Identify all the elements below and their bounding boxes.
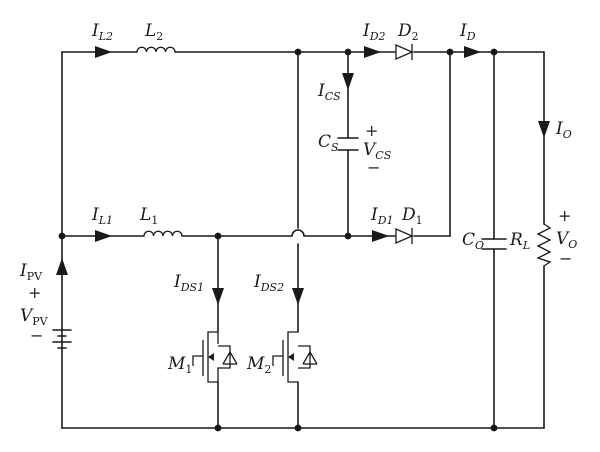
label-ipv: IPV [19,261,43,283]
label-vcs-minus: − [367,158,380,177]
arrow-ids2 [292,288,304,305]
label-l1: L1 [139,205,158,227]
label-vpv: VPV [20,306,49,328]
label-ics: ICS [317,81,341,103]
label-id2: ID2 [362,21,386,43]
pv-source [52,329,72,349]
label-m2: M2 [246,354,271,376]
label-io: IO [555,119,572,141]
mosfet-m2 [272,331,318,383]
label-il1: IL1 [91,205,113,227]
component-labels: IL2 L2 ID2 D2 ID ICS IO CS + VCS − IL1 L… [19,21,577,376]
label-rl: RL [509,230,530,252]
label-id1: ID1 [370,205,394,227]
current-arrows [56,46,550,305]
capacitor-cs [337,137,359,151]
wires [61,51,545,429]
diode-d1 [395,228,414,244]
inductor-l2 [136,46,176,53]
label-vo: VO [556,229,577,251]
mosfet-m1 [192,331,238,383]
label-m1: M1 [167,354,192,376]
diode-d2 [395,44,414,60]
label-l2: L2 [144,21,163,43]
label-cs: CS [318,132,339,154]
wire-mid-center [181,229,396,237]
label-vo-plus: + [558,206,571,225]
arrow-id2 [364,46,381,58]
arrow-id [464,46,481,58]
label-vo-minus: − [559,249,572,268]
label-ids1: IDS1 [173,272,204,294]
label-id: ID [459,21,476,43]
arrow-ipv [56,258,68,275]
label-vcs-plus: + [365,121,378,140]
label-d2: D2 [397,21,419,43]
arrow-io [538,121,550,138]
label-vpv-plus: + [28,283,41,302]
label-il2: IL2 [91,21,113,43]
label-vpv-minus: − [30,326,43,345]
arrow-id1 [372,230,389,242]
label-co: CO [462,230,484,252]
label-ids2: IDS2 [253,272,284,294]
junction-dots [58,48,498,432]
capacitor-co [481,238,507,250]
label-d1: D1 [401,205,423,227]
arrow-il2 [95,46,112,58]
arrow-ics [342,73,354,90]
label-vcs: VCS [363,140,392,162]
arrow-il1 [95,230,112,242]
inductor-l1 [143,230,183,237]
resistor-rl [536,223,552,267]
arrow-ids1 [212,288,224,305]
